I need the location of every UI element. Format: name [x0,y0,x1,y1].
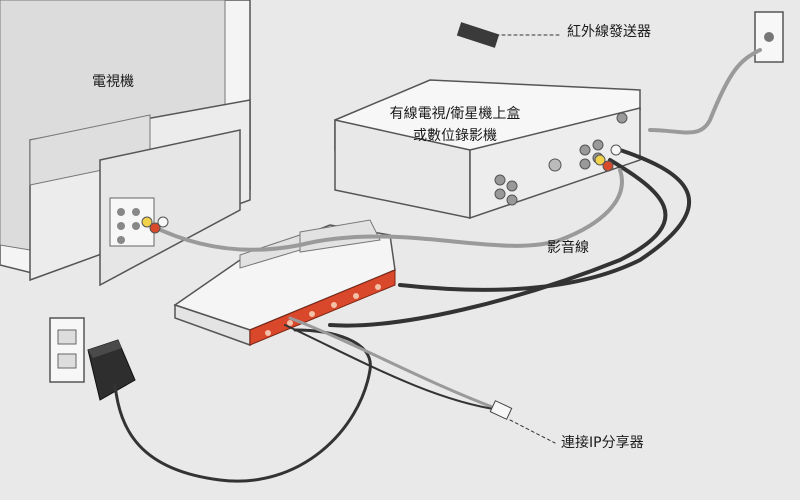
set-top-box-label-line2: 或數位錄影機 [413,128,497,144]
wall-power-outlet [49,317,85,383]
tv-label: 電視機 [92,74,134,90]
tv [0,0,251,287]
rj45-plug [489,400,513,420]
set-top-box [334,22,641,220]
ir-transmitter [456,22,500,48]
av-cable-label: 影音線 [547,240,589,256]
cables [113,34,762,483]
ip-sharer-label: 連接IP分享器 [561,435,644,451]
wall-cable-outlet [754,11,784,63]
set-top-box-label: 有線電視/衛星機上盒 或數位錄影機 [366,103,544,147]
set-top-box-label-line1: 有線電視/衛星機上盒 [389,106,521,122]
ir-transmitter-label: 紅外線發送器 [567,24,651,40]
power-adapter [87,339,136,401]
